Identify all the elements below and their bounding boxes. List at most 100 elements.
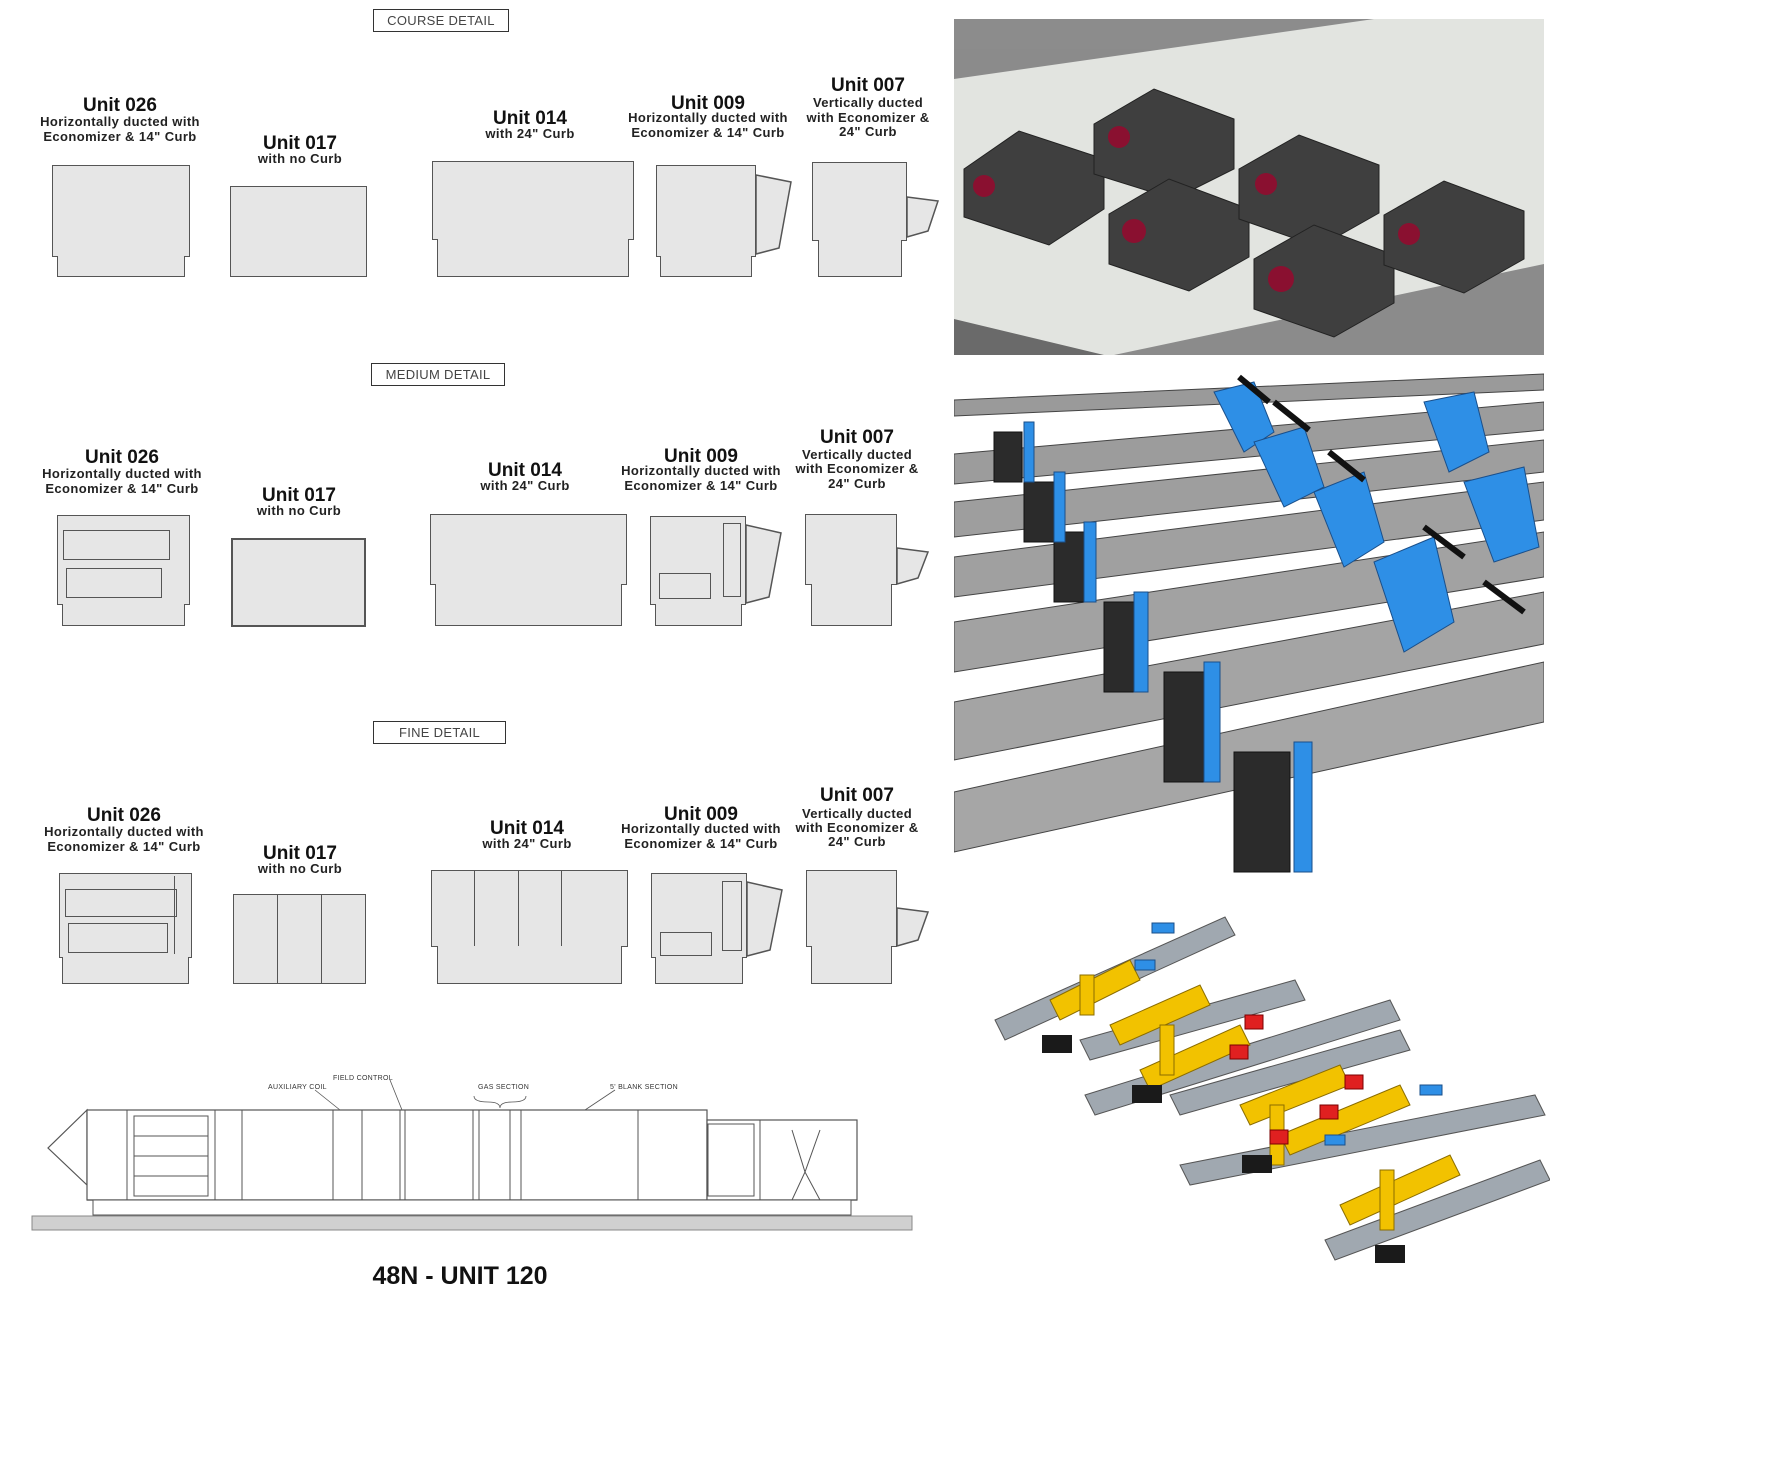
unit-009-body <box>656 165 756 257</box>
unit-017-sub1: with no Curb <box>257 861 343 876</box>
unit-026-curb <box>62 957 189 984</box>
unit-009-economizer-hood <box>755 174 792 255</box>
unit-026-sub2: Economizer & 14" Curb <box>45 481 199 496</box>
unit-007-sub3: 24" Curb <box>828 476 886 491</box>
unit-007-body <box>812 162 907 241</box>
unit-009-economizer-hood <box>745 524 782 604</box>
unit-026-title: Unit 026 <box>83 95 157 116</box>
unit-007-body <box>805 514 897 585</box>
unit-026-curb <box>62 604 185 626</box>
unit-009-body <box>650 516 746 605</box>
unit-026-body <box>57 515 190 605</box>
unit-026-body <box>52 165 190 257</box>
unit-026-sub1: Horizontally ducted with <box>40 114 200 129</box>
blue-handle-icon <box>1134 922 1443 1146</box>
unit-017-title: Unit 017 <box>263 133 337 154</box>
unit-017-sub1: with no Curb <box>257 151 343 166</box>
unit-026-sub2: Economizer & 14" Curb <box>47 839 201 854</box>
unit-017-title: Unit 017 <box>263 843 337 864</box>
unit-026-panel <box>63 530 170 560</box>
unit-026-panel <box>66 568 162 598</box>
unit-017-title: Unit 017 <box>262 485 336 506</box>
unit-014-sub1: with 24" Curb <box>485 126 575 141</box>
unit-014-sub1: with 24" Curb <box>480 478 570 493</box>
rooftop-units-render <box>954 19 1544 355</box>
unit-007-sub1: Vertically ducted <box>801 447 913 462</box>
unit-009-economizer-hood <box>746 881 783 957</box>
unit-007-sub2: with Economizer & <box>806 110 930 125</box>
unit-007-sub1: Vertically ducted <box>812 95 924 110</box>
unit-009-panel <box>723 523 741 597</box>
unit-009-panel <box>659 573 711 599</box>
unit-009-title: Unit 009 <box>664 804 738 825</box>
yellow-fittings-render <box>980 905 1550 1285</box>
unit-014-sub1: with 24" Curb <box>482 836 572 851</box>
unit-007-body <box>806 870 897 947</box>
unit-009-body <box>651 873 747 958</box>
unit-017-body <box>230 186 367 277</box>
medium-detail-label: MEDIUM DETAIL <box>371 363 505 386</box>
course-detail-label: COURSE DETAIL <box>373 9 509 32</box>
unit-026-panel <box>65 889 177 917</box>
unit-120-title: 48N - UNIT 120 <box>372 1262 548 1290</box>
unit-014-title: Unit 014 <box>488 460 562 481</box>
unit-026-title: Unit 026 <box>85 447 159 468</box>
unit-120-drawing <box>31 1079 913 1231</box>
unit-007-sub3: 24" Curb <box>839 124 897 139</box>
unit-026-curb <box>57 256 185 277</box>
unit-026-sub2: Economizer & 14" Curb <box>43 129 197 144</box>
unit-007-sub2: with Economizer & <box>795 820 919 835</box>
unit-009-curb <box>660 256 752 277</box>
unit-007-sub1: Vertically ducted <box>801 806 913 821</box>
unit-007-title: Unit 007 <box>820 427 894 448</box>
unit-007-sub3: 24" Curb <box>828 834 886 849</box>
unit-009-sub1: Horizontally ducted with <box>621 463 781 478</box>
unit-014-curb <box>437 946 622 984</box>
unit-007-curb <box>811 584 892 626</box>
unit-026-body <box>59 873 192 958</box>
unit-007-curb <box>811 946 892 984</box>
unit-014-body <box>430 514 627 585</box>
unit-007-title: Unit 007 <box>820 785 894 806</box>
unit-007-economizer-hood <box>906 196 939 238</box>
unit-009-curb <box>655 604 742 626</box>
unit-026-sub1: Horizontally ducted with <box>44 824 204 839</box>
unit-009-curb <box>655 957 743 984</box>
unit-009-panel <box>722 881 742 951</box>
unit-009-title: Unit 009 <box>671 93 745 114</box>
unit-017-body <box>233 894 366 984</box>
rooftop-unit-icon <box>963 88 1525 338</box>
unit-026-title: Unit 026 <box>87 805 161 826</box>
red-valve-icon <box>1229 1014 1364 1145</box>
unit-014-body <box>432 161 634 240</box>
unit-009-title: Unit 009 <box>664 446 738 467</box>
aux-coil-annotation: AUXILIARY COIL <box>268 1084 327 1091</box>
unit-007-economizer-hood <box>896 907 930 947</box>
gas-section-annotation: GAS SECTION <box>478 1084 530 1091</box>
unit-007-curb <box>818 240 902 277</box>
unit-007-title: Unit 007 <box>831 75 905 96</box>
field-control-annotation: FIELD CONTROL <box>333 1075 393 1082</box>
unit-009-sub2: Economizer & 14" Curb <box>624 478 778 493</box>
unit-009-panel <box>660 932 712 956</box>
unit-009-sub2: Economizer & 14" Curb <box>631 125 785 140</box>
unit-026-panel <box>68 923 168 953</box>
unit-014-title: Unit 014 <box>493 108 567 129</box>
unit-017-body <box>231 538 366 627</box>
unit-009-sub1: Horizontally ducted with <box>621 821 781 836</box>
yellow-fitting-icon <box>1049 959 1461 1231</box>
unit-009-sub2: Economizer & 14" Curb <box>624 836 778 851</box>
blank-section-annotation: 5' BLANK SECTION <box>610 1084 678 1091</box>
unit-014-body <box>431 870 628 947</box>
unit-014-curb <box>437 239 629 277</box>
unit-026-sub1: Horizontally ducted with <box>42 466 202 481</box>
unit-007-sub2: with Economizer & <box>795 461 919 476</box>
unit-009-sub1: Horizontally ducted with <box>628 110 788 125</box>
blue-strainer-icon <box>1023 381 1540 873</box>
unit-007-economizer-hood <box>896 547 930 585</box>
unit-014-title: Unit 014 <box>490 818 564 839</box>
fine-detail-label: FINE DETAIL <box>373 721 506 744</box>
unit-017-sub1: with no Curb <box>256 503 342 518</box>
unit-014-curb <box>435 584 622 626</box>
pipe-valves-render <box>954 372 1544 880</box>
